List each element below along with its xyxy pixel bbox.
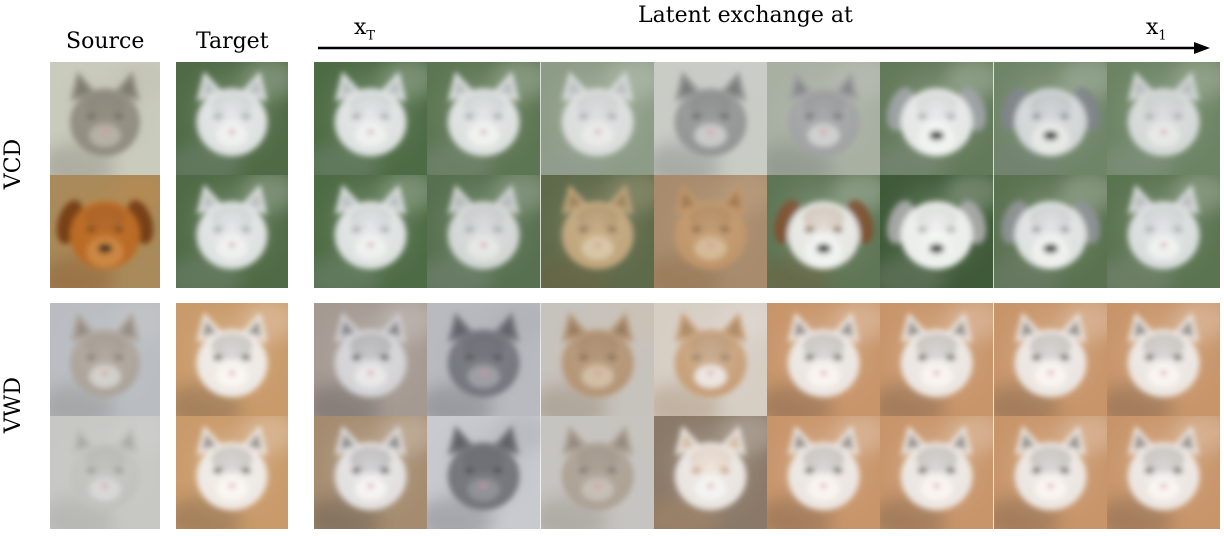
vcd-exchange-9-cat-image	[427, 175, 541, 288]
vwd-exchange-7-cat-image	[1106, 303, 1220, 416]
vwd-exchange-5-cat-image	[880, 303, 994, 416]
vcd-exchange-6-dog-image	[993, 62, 1107, 175]
vcd-exchange-10-cat-image	[540, 175, 654, 288]
vwd-exchange-2-cat-image	[540, 303, 654, 416]
vwd-exchange-13-cat-image	[880, 416, 994, 529]
vwd-target-images	[176, 303, 288, 529]
vcd-exchange-0-cat-image	[314, 62, 428, 175]
vcd-group-label: VCD	[1, 138, 26, 190]
vwd-source-0-cat-image	[50, 303, 160, 416]
vwd-exchange-3-cat-image	[653, 303, 767, 416]
vcd-source-0-cat-image	[50, 62, 160, 175]
vwd-exchange-15-cat-image	[1106, 416, 1220, 529]
target-column-label: Target	[196, 29, 269, 54]
vcd-exchange-15-cat-image	[1106, 175, 1220, 288]
vcd-target-0-cat-image	[176, 62, 288, 175]
vcd-target-images	[176, 62, 288, 288]
vcd-exchange-11-cat-image	[653, 175, 767, 288]
vcd-exchange-12-dog-image	[767, 175, 881, 288]
x-end-label: x1	[1146, 15, 1167, 44]
vwd-exchange-6-cat-image	[993, 303, 1107, 416]
vcd-exchange-1-cat-image	[427, 62, 541, 175]
vwd-exchange-8-cat-image	[314, 416, 428, 529]
vcd-exchange-7-cat-image	[1106, 62, 1220, 175]
vcd-exchange-2-cat-image	[540, 62, 654, 175]
vwd-exchange-10-cat-image	[540, 416, 654, 529]
vcd-exchange-8-cat-image	[314, 175, 428, 288]
vcd-source-images	[50, 62, 160, 288]
vcd-exchange-5-dog-image	[880, 62, 994, 175]
x-start-label: xT	[354, 15, 376, 44]
vwd-exchange-14-cat-image	[993, 416, 1107, 529]
vwd-exchange-9-cat-image	[427, 416, 541, 529]
vwd-exchange-images	[314, 303, 1220, 529]
vwd-exchange-11-cat-image	[653, 416, 767, 529]
vcd-exchange-14-dog-image	[993, 175, 1107, 288]
vcd-source-1-dog-image	[50, 175, 160, 288]
source-column-label: Source	[66, 29, 145, 54]
vwd-target-1-cat-image	[176, 416, 288, 529]
vwd-exchange-4-cat-image	[767, 303, 881, 416]
vwd-group-label: VWD	[1, 376, 26, 434]
vwd-exchange-0-cat-image	[314, 303, 428, 416]
vwd-source-images	[50, 303, 160, 529]
timestep-arrow	[318, 42, 1210, 54]
vwd-target-0-cat-image	[176, 303, 288, 416]
vcd-exchange-4-cat-image	[767, 62, 881, 175]
latent-exchange-title: Latent exchange at	[638, 3, 853, 28]
vwd-exchange-1-cat-image	[427, 303, 541, 416]
vcd-exchange-3-cat-image	[653, 62, 767, 175]
vcd-exchange-13-dog-image	[880, 175, 994, 288]
vwd-source-1-cat-image	[50, 416, 160, 529]
vcd-exchange-images	[314, 62, 1220, 288]
vwd-exchange-12-cat-image	[767, 416, 881, 529]
vcd-target-1-cat-image	[176, 175, 288, 288]
